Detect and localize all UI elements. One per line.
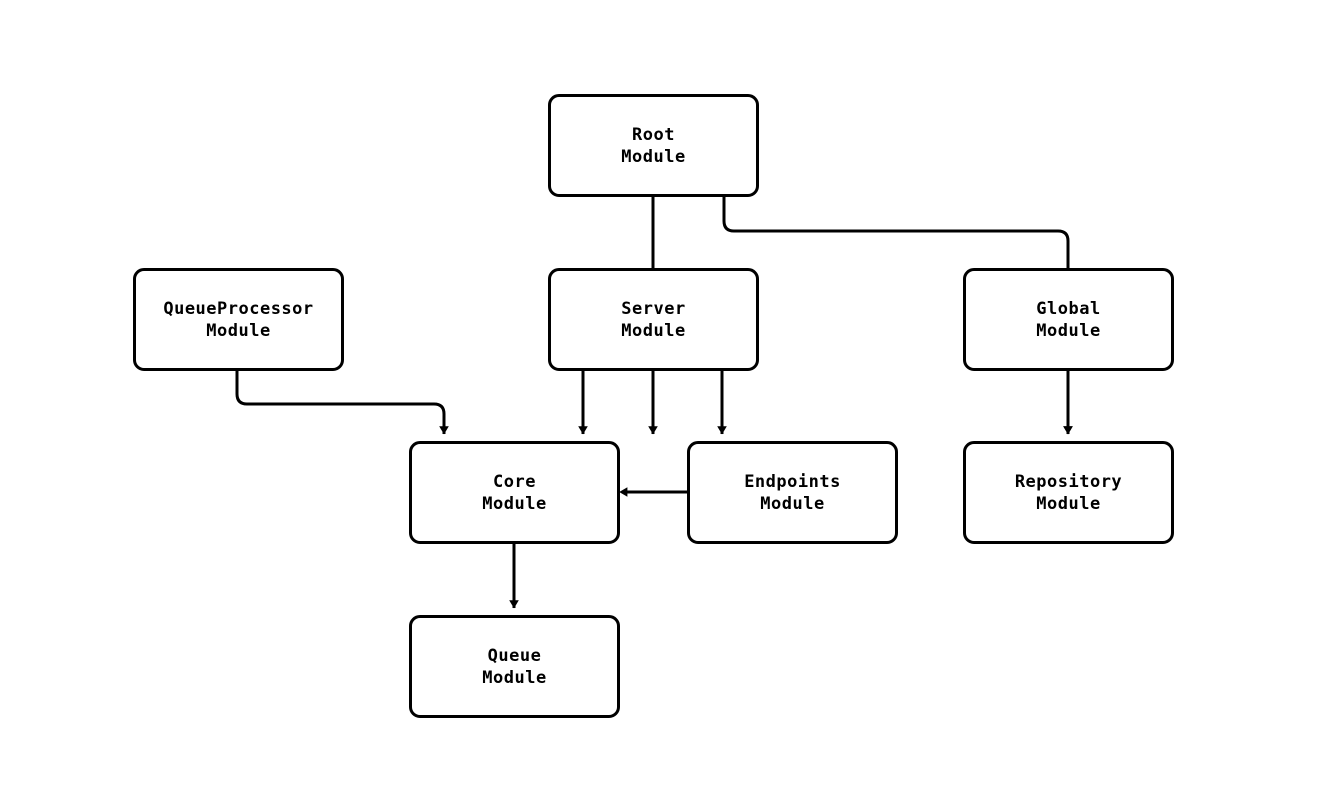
node-queueprocessor-line2: Module: [206, 320, 271, 341]
node-server-line2: Module: [621, 320, 686, 341]
node-queue[interactable]: Queue Module: [409, 615, 620, 718]
node-repository-line2: Module: [1036, 493, 1101, 514]
node-root-line2: Module: [621, 146, 686, 167]
node-queueprocessor-line1: QueueProcessor: [163, 298, 314, 319]
node-global-line1: Global: [1036, 298, 1101, 319]
node-repository[interactable]: Repository Module: [963, 441, 1174, 544]
node-queue-line1: Queue: [487, 645, 542, 666]
node-global-line2: Module: [1036, 320, 1101, 341]
edge-root-to-global: [722, 197, 1073, 435]
node-root-line1: Root: [632, 124, 675, 145]
node-queueprocessor[interactable]: QueueProcessor Module: [133, 268, 344, 371]
node-endpoints[interactable]: Endpoints Module: [687, 441, 898, 544]
node-server[interactable]: Server Module: [548, 268, 759, 371]
node-server-line1: Server: [621, 298, 686, 319]
node-core-line1: Core: [493, 471, 536, 492]
node-endpoints-line2: Module: [760, 493, 825, 514]
node-endpoints-line1: Endpoints: [744, 471, 841, 492]
node-core-line2: Module: [482, 493, 547, 514]
node-global[interactable]: Global Module: [963, 268, 1174, 371]
node-repository-line1: Repository: [1014, 471, 1123, 492]
node-core[interactable]: Core Module: [409, 441, 620, 544]
node-root[interactable]: Root Module: [548, 94, 759, 197]
edge-queueprocessor-to-core: [235, 371, 449, 435]
node-queue-line2: Module: [482, 667, 547, 688]
